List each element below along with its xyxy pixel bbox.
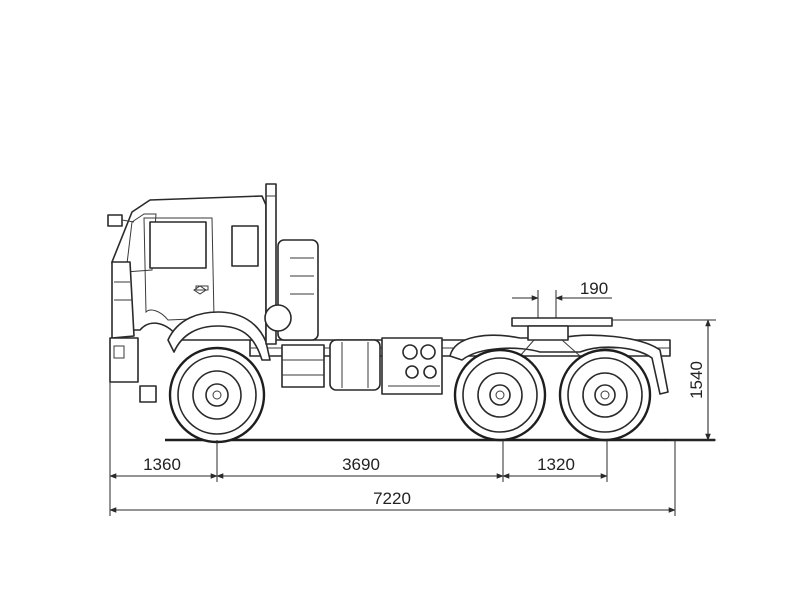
label-tandem-spacing: 1320 — [537, 455, 575, 474]
fifth-wheel — [511, 317, 613, 357]
front-wheel — [168, 346, 266, 444]
label-wheelbase: 3690 — [342, 455, 380, 474]
label-overall-length: 7220 — [373, 489, 411, 508]
step-box — [281, 344, 325, 388]
rear-wheel-2 — [558, 348, 652, 442]
label-front-overhang: 1360 — [143, 455, 181, 474]
truck-tractor — [107, 183, 715, 444]
air-tanks — [381, 337, 443, 395]
rear-wheel-1 — [453, 348, 547, 442]
dimension-lines — [109, 290, 716, 516]
rear-mudguard — [449, 334, 669, 395]
front-fender — [167, 311, 271, 361]
label-fifth-wheel-offset: 190 — [580, 279, 608, 298]
label-fifth-wheel-height: 1540 — [687, 361, 706, 399]
fuel-tank — [329, 339, 381, 391]
dimension-labels: 1360 3690 1320 7220 190 1540 — [143, 279, 706, 508]
air-intake — [264, 239, 319, 341]
exhaust-stack — [265, 183, 277, 345]
